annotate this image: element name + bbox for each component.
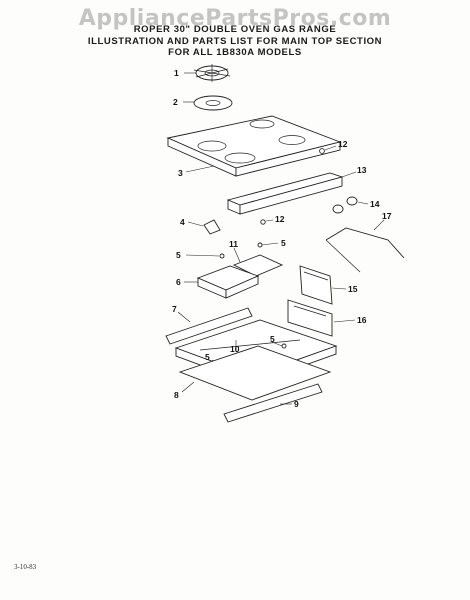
callout-17: 17: [382, 211, 392, 221]
diagram-title: ROPER 30" DOUBLE OVEN GAS RANGE ILLUSTRA…: [70, 24, 400, 59]
callout-3: 3: [178, 168, 183, 178]
part-7-side-rail: [165, 307, 253, 345]
part-15-bracket: [299, 265, 347, 305]
callout-10: 10: [230, 344, 240, 354]
footer-date: 3-10-83: [14, 563, 37, 571]
callout-12: 12: [275, 214, 285, 224]
part-14-knobs: [332, 196, 369, 214]
callout-12: 12: [338, 139, 348, 149]
part-3-cooktop: [166, 115, 342, 177]
part-12-screw-lower: [260, 219, 274, 225]
part-12-screw-upper: [319, 145, 337, 154]
callout-11: 11: [229, 239, 238, 249]
part-1-burner-grate: [184, 64, 231, 82]
screw-5: [281, 343, 287, 349]
part-2-drip-pan: [183, 95, 233, 111]
callout-7: 7: [172, 304, 177, 314]
callout-1: 1: [174, 68, 179, 78]
callout-16: 16: [357, 315, 367, 325]
title-line-1: ROPER 30" DOUBLE OVEN GAS RANGE: [133, 24, 337, 35]
callout-13: 13: [357, 165, 367, 175]
callout-5: 5: [281, 238, 286, 248]
part-17-burner-rod: [325, 219, 405, 273]
part-4-bracket: [187, 219, 221, 235]
part-13-manifold-panel: [226, 171, 357, 215]
title-line-3: FOR ALL 1B830A MODELS: [168, 47, 302, 58]
callout-4: 4: [180, 217, 185, 227]
callout-14: 14: [370, 199, 380, 209]
watermark: AppliancePartsPros.com: [78, 6, 392, 31]
callout-9: 9: [294, 399, 299, 409]
part-16-panel: [287, 299, 356, 337]
callout-2: 2: [173, 97, 178, 107]
callout-5: 5: [176, 250, 181, 260]
part-9-front-rail: [223, 383, 323, 423]
callout-6: 6: [176, 277, 181, 287]
callout-5: 5: [205, 352, 210, 362]
part-6-burner-box: [184, 265, 260, 299]
screw-5: [257, 242, 263, 248]
callout-5: 5: [270, 334, 275, 344]
callout-15: 15: [348, 284, 358, 294]
title-line-2: ILLUSTRATION AND PARTS LIST FOR MAIN TOP…: [87, 35, 383, 47]
part-8-base-frame: [178, 345, 332, 401]
screw-5: [219, 253, 225, 259]
callout-8: 8: [174, 390, 179, 400]
